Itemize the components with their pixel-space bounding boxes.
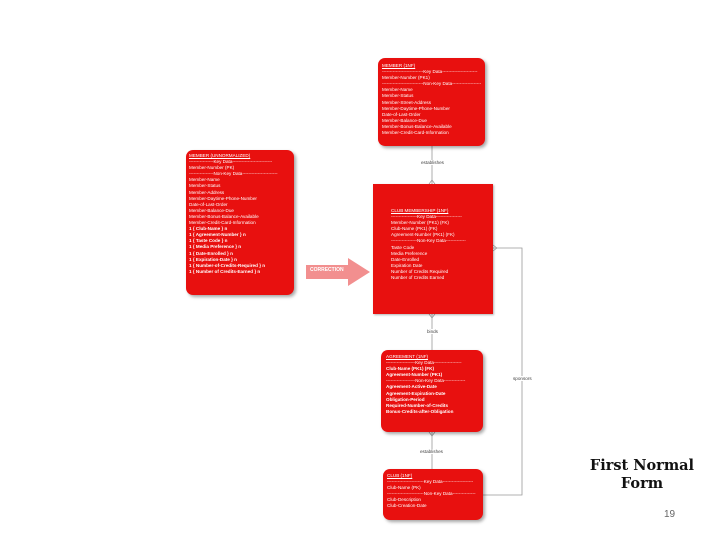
entity-attribute: Member-Number (PK1): [382, 75, 430, 81]
entity-attribute: ---------------------------Key Data-----…: [382, 69, 478, 75]
entity-attribute: Member-Balance-Due: [189, 207, 234, 213]
entity-attribute: 1 { Taste Code } n: [189, 238, 228, 244]
entity-title: AGREEMENT (1NF): [386, 354, 429, 359]
entity-attribute: Agreement-Number (PK1): [386, 372, 443, 378]
entity-attribute: Expiration Date: [391, 262, 423, 268]
entity-attribute: -------------------Key Data-------------…: [386, 360, 462, 366]
entity-attribute: 1 { Club-Name } n: [189, 226, 228, 232]
crows-foot-club-membership-right: [492, 244, 498, 252]
entity-attribute: Member-Status: [382, 93, 414, 99]
entity-attribute: Media Preference: [391, 250, 428, 256]
slide-title: First Normal Form: [589, 457, 695, 492]
entity-attribute: Club-Name (PK): [387, 485, 421, 491]
entity-attribute: Required-Number-of-Credits: [386, 402, 449, 408]
entity-attribute: Member-Name: [189, 177, 220, 183]
entity-title: CLUB (1NF): [387, 473, 413, 478]
entity-attribute: 1 { Expiration-Date } n: [189, 256, 237, 262]
correction-label: CORRECTION: [310, 267, 344, 273]
entity-attribute: Member-Balance-Due: [382, 117, 427, 123]
entity-attribute: -----------------Non-Key Data-----------…: [391, 238, 466, 244]
entity-attribute: 1 { Date-Enrolled } n: [189, 250, 233, 256]
entity-attribute: Member-Address: [189, 189, 225, 195]
entity-attribute: 1 { Agreement-Number } n: [189, 232, 246, 238]
entity-club: CLUB (1NF)------------------------Key Da…: [383, 469, 483, 520]
correction-arrow: [306, 258, 370, 286]
entity-title: MEMBER (UNNORMALIZED): [189, 153, 251, 158]
page-number: 19: [664, 509, 676, 520]
entity-attribute: Member-Street-Address: [382, 99, 432, 105]
entity-attribute: Member-Name: [382, 87, 413, 93]
entity-attribute: Obligation-Period: [386, 396, 425, 402]
entity-title: MEMBER (1NF): [382, 63, 416, 68]
entity-attribute: 1 { Media Preference } n: [189, 244, 242, 250]
entity-attribute: 1 { Number of Credits-Earned } n: [189, 268, 261, 274]
entity-attribute: ----------------Key Data----------------…: [189, 159, 273, 165]
relationship-label-establishes: establishes: [420, 160, 445, 165]
entity-attribute: Agreement-Expiration-Date: [386, 390, 446, 396]
entity-attribute: ------------------------Non-Key Data----…: [387, 491, 476, 497]
entity-club-membership: CLUB MEMBERSHIP (1NF)-----------------Ke…: [373, 184, 493, 314]
entity-member-1nf: MEMBER (1NF)---------------------------K…: [378, 58, 485, 146]
entity-attribute: Member-Number (PK1) (FK): [391, 220, 449, 226]
crows-foot-club-membership-bottom: [428, 313, 436, 319]
entity-attribute: ---------------------------Non-Key Data-…: [382, 81, 481, 87]
entity-attribute: -----------------Key Data---------------…: [391, 214, 462, 220]
entity-attribute: -------------------Non-Key Data---------…: [386, 378, 466, 384]
entity-attribute: Taste Code: [391, 244, 415, 250]
entity-attribute: Bonus-Credits-after-Obligation: [386, 408, 454, 414]
entity-member-unnormalized: MEMBER (UNNORMALIZED)----------------Key…: [186, 150, 294, 295]
relationship-label-binds: binds: [426, 329, 439, 334]
entity-agreement: AGREEMENT (1NF)-------------------Key Da…: [381, 350, 483, 432]
entity-title: CLUB MEMBERSHIP (1NF): [391, 208, 449, 213]
entity-attribute: Club-Creation-Date: [387, 503, 427, 509]
entity-attribute: Member-Bonus-Balance-Available: [382, 123, 452, 129]
entity-attribute: Number of Credits Required: [391, 268, 449, 274]
entity-attribute: Agreement-Number (PK1) (FK): [391, 232, 455, 238]
entity-attribute: Member-Status: [189, 183, 221, 189]
entity-attribute: Member-Credit-Card-Information: [189, 220, 256, 226]
relationship-label-establishes-bottom: establishes: [419, 449, 444, 454]
crows-foot-agreement-bottom: [428, 431, 436, 437]
entity-attribute: Member-Number (PK): [189, 165, 235, 171]
entity-attribute: Club-Name (PK1) (FK): [386, 366, 434, 372]
relationship-label-sponsors: sponsors: [512, 376, 533, 381]
entity-attribute: Date-Enrolled: [391, 256, 420, 262]
entity-attribute: Member-Bonus-Balance-Available: [189, 213, 259, 219]
entity-attribute: 1 { Number-of-Credits-Required } n: [189, 262, 266, 268]
entity-attribute: Date-of-Last-Order: [382, 111, 421, 117]
crows-foot-club-membership-top: [428, 179, 436, 185]
entity-attribute: Member-Daytime-Phone-Number: [382, 105, 450, 111]
entity-attribute: Agreement-Active-Date: [386, 384, 437, 390]
entity-attribute: Number of Credits Earned: [391, 275, 445, 281]
entity-attribute: Club-Description: [387, 497, 421, 503]
entity-attribute: ----------------Non-Key Data------------…: [189, 171, 278, 177]
entity-attribute: ------------------------Key Data--------…: [387, 479, 474, 485]
connector-sponsors: [483, 247, 523, 496]
entity-attribute: Club-Name (PK1) (FK): [391, 226, 438, 232]
entity-attribute: Date-of-Last-Order: [189, 201, 228, 207]
entity-attribute: Member-Daytime-Phone-Number: [189, 195, 257, 201]
entity-attribute: Member-Credit-Card-Information: [382, 130, 449, 136]
